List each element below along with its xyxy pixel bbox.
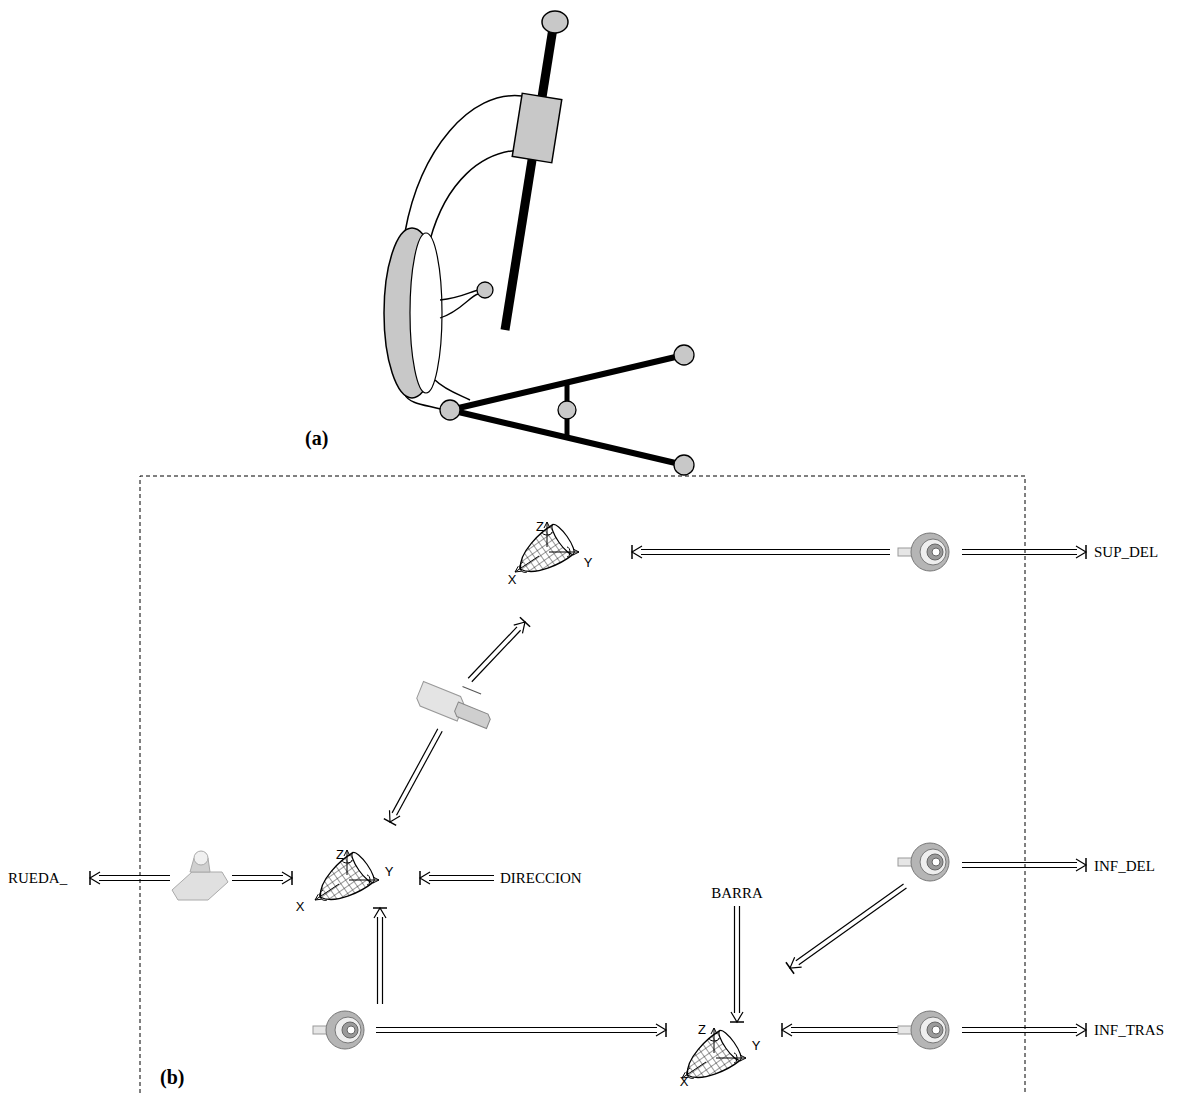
axis-letter: X	[680, 1075, 689, 1089]
rotation-mark	[367, 875, 370, 885]
signal-connector	[373, 908, 387, 1004]
spherical-joint-icon	[898, 843, 949, 881]
signal-connector	[730, 906, 744, 1022]
upright-outline	[405, 96, 522, 232]
rotation-mark	[709, 1038, 719, 1041]
part-label: (a)	[305, 427, 328, 449]
strut-sleeve	[512, 93, 562, 162]
body-icon	[677, 1028, 746, 1090]
signal-connector	[90, 871, 170, 885]
ball-joint	[674, 345, 694, 365]
signal-connector	[632, 545, 890, 559]
axis-head	[544, 522, 550, 528]
signal-connector	[962, 1023, 1086, 1037]
subsystem-border	[140, 476, 1025, 1093]
rotation-mark	[520, 562, 527, 572]
suspension-sketch	[384, 11, 694, 475]
axis-head	[373, 877, 379, 883]
wheel-hub	[410, 233, 442, 393]
axis-letter: X	[508, 573, 517, 587]
signal-connector	[384, 729, 442, 826]
spherical-joint-icon	[898, 533, 949, 571]
upright-outline	[430, 150, 528, 240]
axis-line	[315, 884, 339, 900]
port-label: BARRA	[711, 885, 763, 902]
axis-line	[716, 1058, 746, 1059]
rotation-mark	[734, 1053, 737, 1063]
ball-joint	[440, 400, 460, 420]
axis-letter: Y	[752, 1039, 761, 1053]
port-label: INF_DEL	[1094, 858, 1155, 875]
axis-letter: Z	[698, 1023, 706, 1037]
axis-head	[573, 549, 579, 555]
rotation-mark	[567, 547, 570, 557]
spherical-joint-icon	[898, 1011, 949, 1049]
block-diagram	[90, 476, 1086, 1093]
steering-arm	[440, 290, 478, 318]
strut-rod	[505, 28, 553, 330]
signal-connector	[782, 1023, 898, 1037]
strut-top-mount	[542, 11, 568, 33]
port-label: DIRECCION	[500, 870, 582, 887]
axis-letter: X	[296, 900, 305, 914]
axis-line	[549, 552, 579, 553]
axis-line	[515, 556, 539, 572]
prismatic-joint-icon	[415, 672, 498, 732]
signal-connector	[962, 545, 1086, 559]
signal-connector	[420, 871, 494, 885]
axis-letter: Z	[536, 520, 544, 534]
revolute-joint-icon	[172, 851, 228, 900]
axis-line	[349, 880, 379, 881]
rotation-mark	[320, 890, 327, 900]
axis-head	[344, 850, 350, 856]
port-label: RUEDA_	[8, 870, 67, 887]
port-label: SUP_DEL	[1094, 544, 1158, 561]
ball-joint	[558, 401, 576, 419]
axis-letter: Y	[584, 556, 593, 570]
upright-outline	[435, 380, 470, 400]
ball-joint	[674, 455, 694, 475]
axis-letter: Z	[336, 848, 344, 862]
axis-head	[315, 894, 322, 900]
axis-letter: Y	[385, 865, 394, 879]
signal-connector	[468, 617, 530, 682]
ball-joint	[477, 282, 493, 298]
body-icon	[510, 522, 579, 584]
signal-connector	[962, 858, 1086, 872]
spherical-joint-icon	[313, 1011, 364, 1049]
port-label: INF_TRAS	[1094, 1022, 1164, 1039]
signal-connector	[232, 871, 292, 885]
signal-connector	[786, 884, 907, 974]
body-shape	[677, 1028, 745, 1090]
axis-head	[711, 1028, 717, 1034]
axis-head	[515, 566, 522, 572]
axis-head	[740, 1055, 746, 1061]
signal-connector	[376, 1023, 666, 1037]
part-label: (b)	[160, 1066, 184, 1088]
body-icon	[310, 850, 379, 912]
